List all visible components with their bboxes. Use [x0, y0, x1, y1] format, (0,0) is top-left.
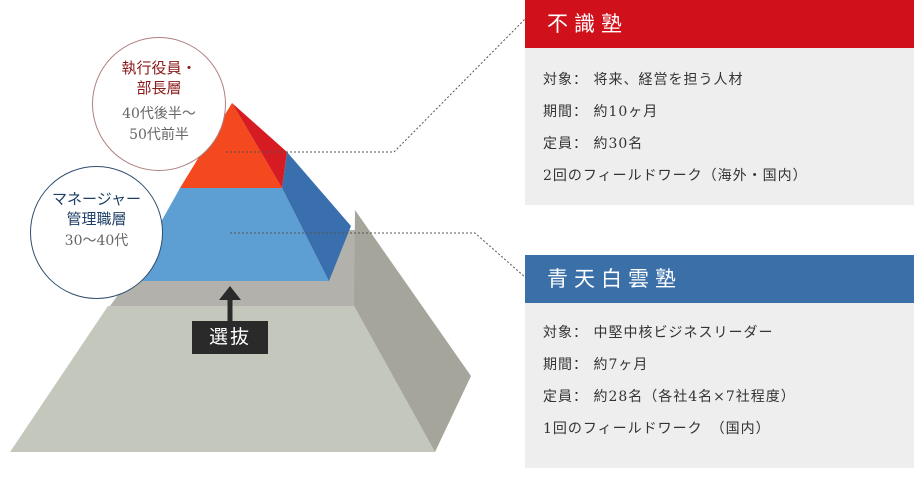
pyramid-manager-front — [128, 188, 329, 281]
seiten-hakuun-juku-panel: 青天白雲塾 対象： 中堅中核ビジネスリーダー 期間： 約7ヶ月 定員： 約28名… — [525, 255, 914, 468]
seiten-hakuun-juku-title: 青天白雲塾 — [525, 255, 914, 303]
pyramid-base-side — [354, 210, 471, 452]
manager-tier-title: マネージャー 管理職層 — [52, 190, 141, 228]
executive-tier-title: 執行役員・ 部長層 — [121, 59, 197, 97]
connector-executive — [226, 17, 527, 153]
selection-label: 選抜 — [192, 321, 268, 354]
fushiki-juku-title: 不識塾 — [525, 0, 914, 48]
seiten-fieldwork: 1回のフィールドワーク （国内） — [543, 421, 771, 437]
seiten-hakuun-juku-details: 対象： 中堅中核ビジネスリーダー 期間： 約7ヶ月 定員： 約28名（各社4名×… — [525, 303, 914, 449]
manager-tier-circle: マネージャー 管理職層 30〜40代 — [30, 166, 163, 299]
select-arrow-head — [219, 286, 241, 300]
pyramid-manager-side — [282, 152, 351, 281]
fushiki-period: 期間： 約10ヶ月 — [543, 104, 659, 120]
connector-manager — [230, 232, 527, 279]
executive-tier-circle: 執行役員・ 部長層 40代後半〜 50代前半 — [92, 37, 226, 171]
seiten-period: 期間： 約7ヶ月 — [543, 357, 649, 373]
pyramid-executive-front — [180, 103, 282, 188]
manager-tier-age: 30〜40代 — [64, 233, 129, 249]
pyramid-executive-side — [232, 103, 287, 188]
fushiki-target: 対象： 将来、経営を担う人材 — [543, 72, 744, 88]
fushiki-fieldwork: 2回のフィールドワーク（海外・国内） — [543, 168, 808, 184]
seiten-capacity: 定員： 約28名（各社4名×7社程度） — [543, 389, 796, 405]
fushiki-juku-panel: 不識塾 対象： 将来、経営を担う人材 期間： 約10ヶ月 定員： 約30名 2回… — [525, 0, 914, 205]
executive-tier-age: 40代後半〜 50代前半 — [122, 106, 196, 143]
fushiki-capacity: 定員： 約30名 — [543, 136, 644, 152]
fushiki-juku-details: 対象： 将来、経営を担う人材 期間： 約10ヶ月 定員： 約30名 2回のフィー… — [525, 48, 914, 196]
seiten-target: 対象： 中堅中核ビジネスリーダー — [543, 325, 774, 341]
pyramid-base-front — [10, 306, 435, 452]
